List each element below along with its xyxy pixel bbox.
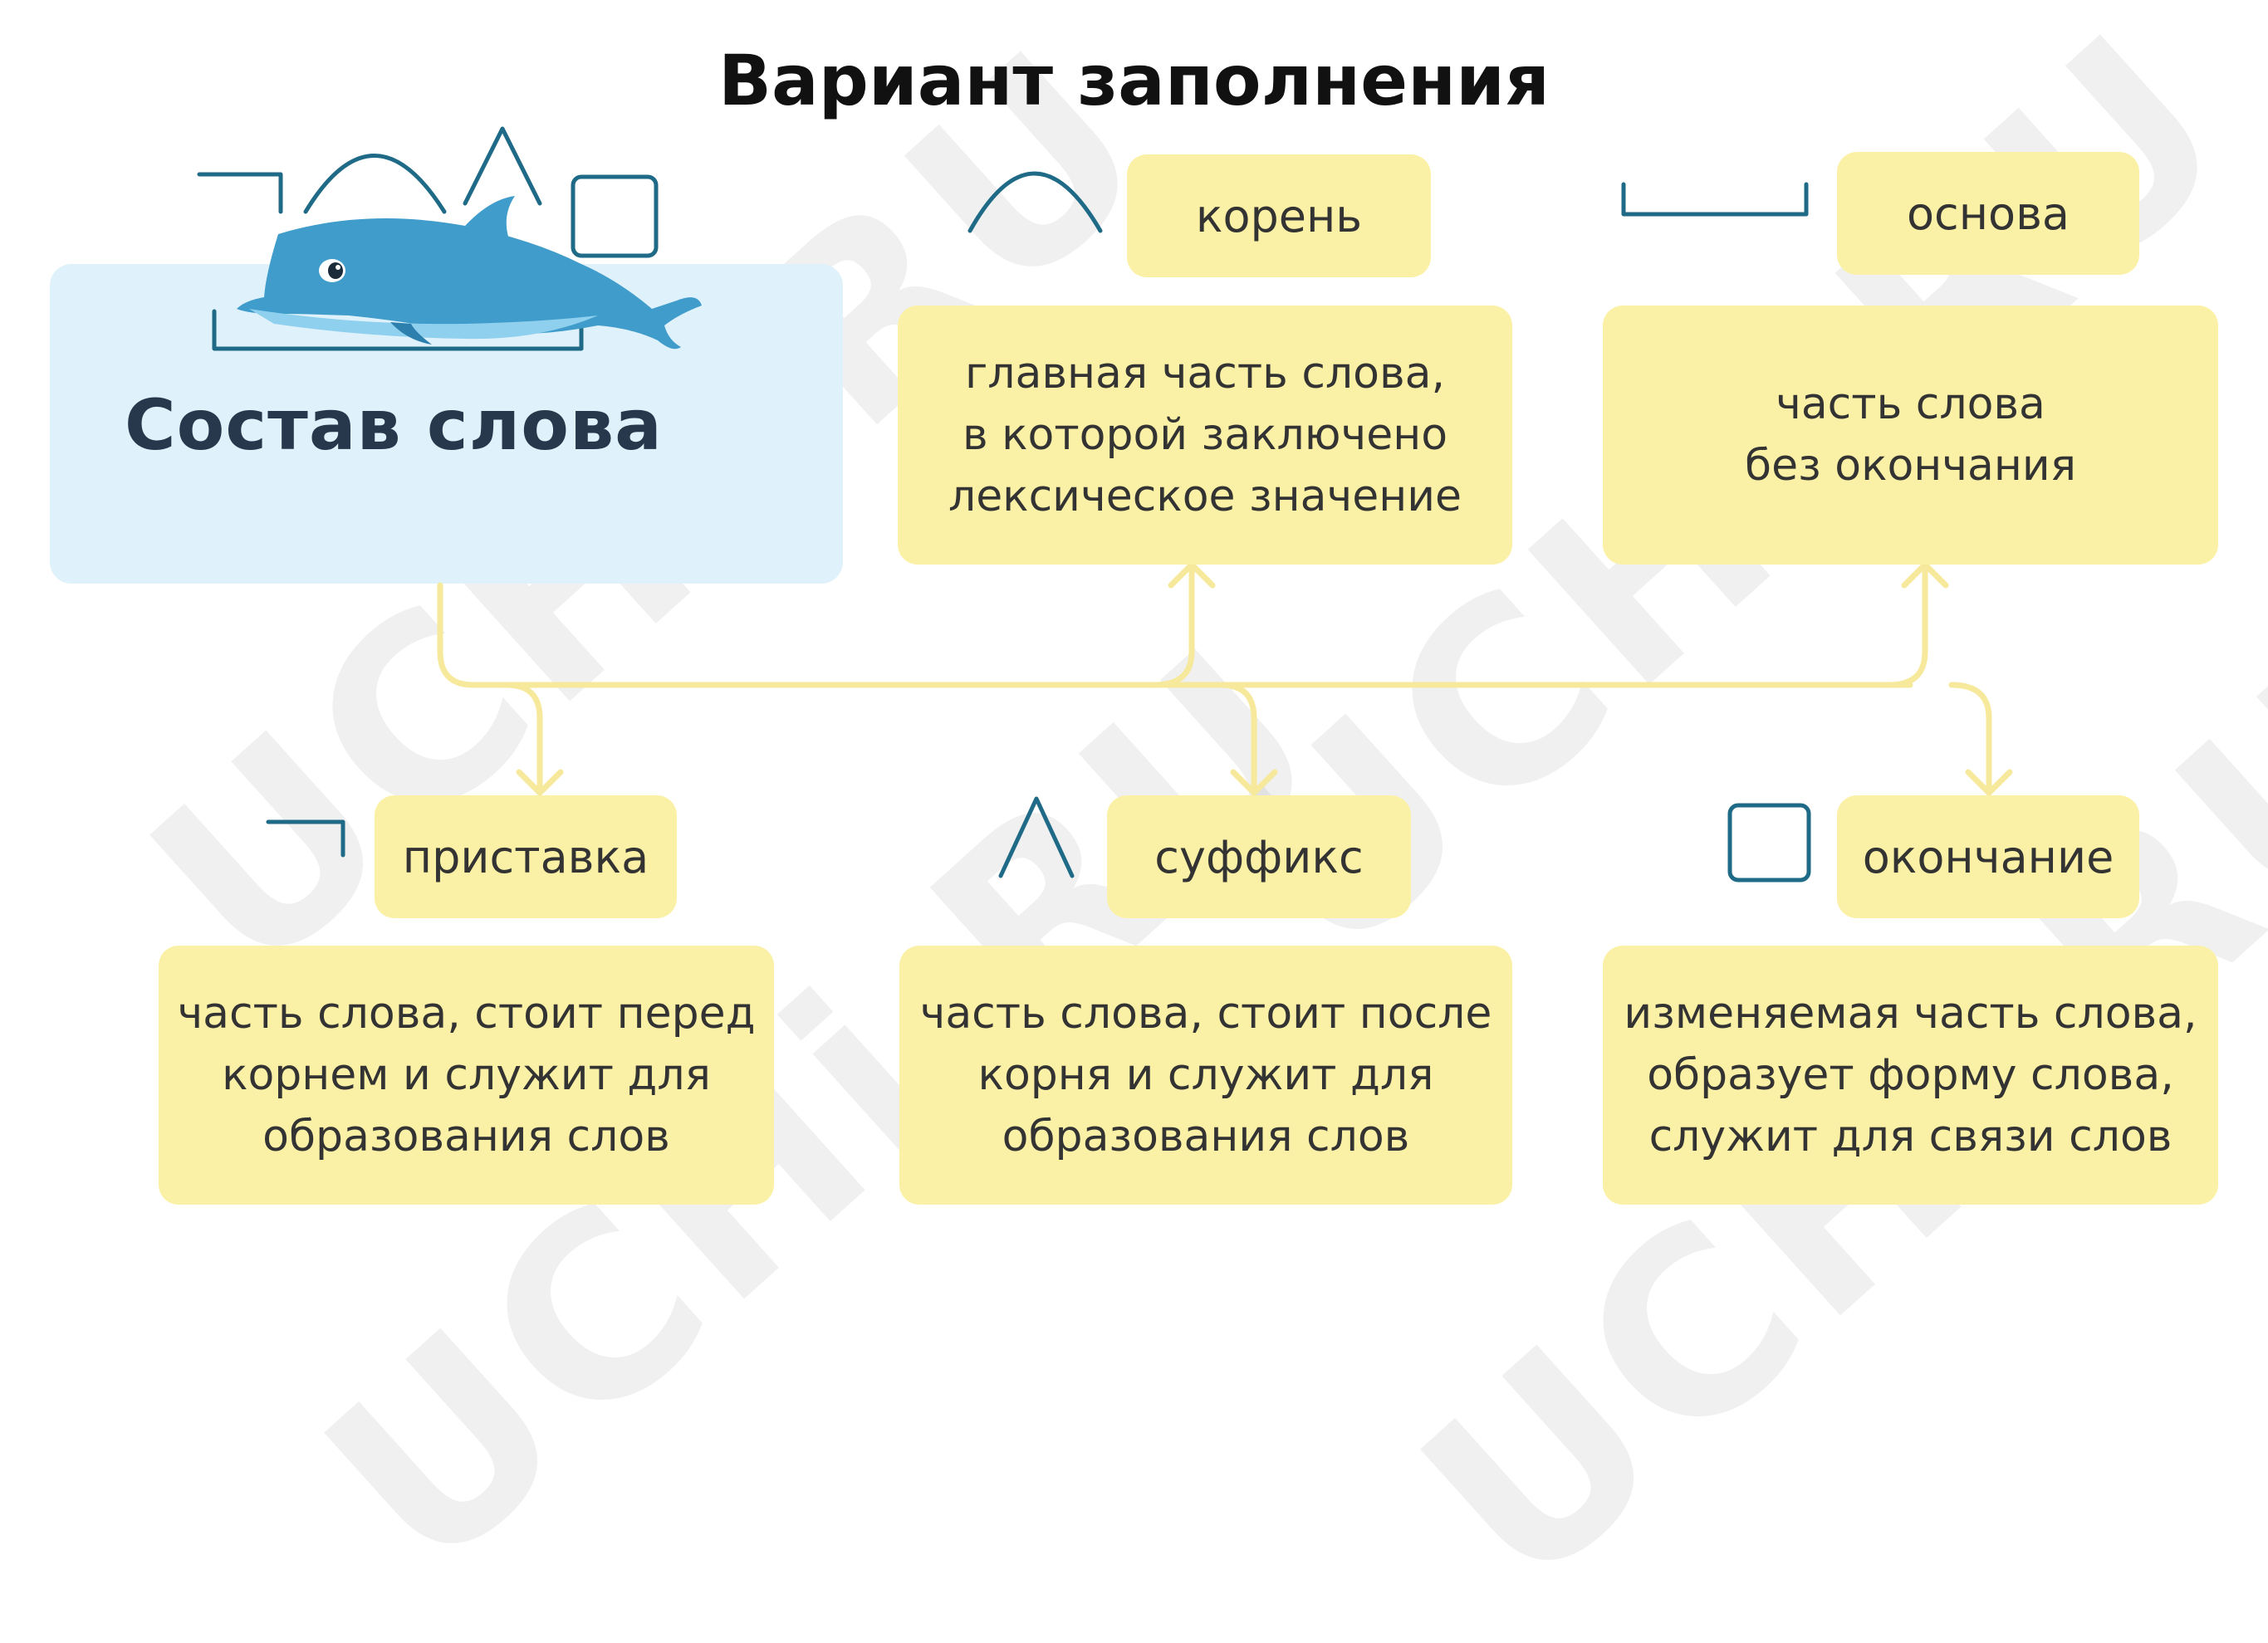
connector-lines: [437, 561, 2013, 796]
description-ending: изменяемая часть слова, образует форму с…: [1603, 946, 2218, 1205]
suffix-caret-icon: [998, 796, 1075, 878]
label-suffix: суффикс: [1107, 795, 1411, 918]
connector-to-ending: [1948, 682, 1992, 796]
description-line: главная часть слова,: [964, 349, 1446, 399]
suffix-caret-icon: [463, 126, 542, 206]
connector-to-prefix-arrow: [516, 769, 564, 796]
connector-to-prefix: [503, 682, 543, 796]
connector-topic-trunk: [437, 582, 1913, 688]
connector-to-stem: [1886, 561, 1928, 688]
root-arc-icon: [303, 154, 447, 214]
label-stem: основа: [1837, 152, 2139, 275]
root-arc-icon: [967, 171, 1103, 233]
connector-to-suffix: [1217, 682, 1257, 796]
description-line: изменяемая часть слова,: [1624, 989, 2197, 1039]
description-line: лексическое значение: [948, 472, 1462, 521]
label-prefix: приставка: [375, 795, 677, 918]
description-suffix: часть слова, стоит после корня и служит …: [899, 946, 1512, 1205]
description-stem: часть слова без окончания: [1603, 306, 2218, 565]
prefix-corner-icon: [197, 172, 283, 214]
stem-bracket-icon: [212, 309, 584, 351]
description-line: корнем и служит для: [222, 1050, 711, 1100]
page-title: Вариант заполнения: [718, 40, 1550, 121]
description-line: образования слов: [1002, 1112, 1410, 1161]
description-line: образования слов: [262, 1112, 670, 1161]
description-line: корня и служит для: [977, 1050, 1434, 1100]
description-prefix: часть слова, стоит перед корнем и служит…: [159, 946, 774, 1205]
description-line: часть слова: [1776, 379, 2045, 429]
description-root: главная часть слова, в которой заключено…: [898, 306, 1512, 565]
connector-to-root: [1151, 561, 1195, 688]
description-line: без окончания: [1745, 441, 2076, 491]
ending-square-icon: [1727, 803, 1811, 883]
description-line: образует форму слова,: [1647, 1050, 2174, 1100]
stem-bracket-icon: [1621, 182, 1809, 217]
connector-to-ending-arrow: [1965, 769, 2013, 796]
topic-title: Состав слова: [125, 384, 663, 466]
dolphin-illustration: [237, 196, 702, 350]
description-line: часть слова, стоит перед: [177, 989, 756, 1039]
ending-square-icon: [571, 174, 659, 258]
description-line: служит для связи слов: [1648, 1112, 2172, 1161]
prefix-corner-icon: [266, 819, 345, 858]
description-line: в которой заключено: [962, 410, 1448, 460]
symbols-layer: [197, 126, 1811, 883]
label-ending: окончание: [1837, 795, 2139, 918]
connector-to-stem-arrow: [1901, 561, 1949, 589]
connector-to-root-arrow: [1168, 561, 1216, 589]
label-root: корень: [1127, 154, 1431, 277]
description-line: часть слова, стоит после: [919, 989, 1492, 1039]
connector-to-suffix-arrow: [1230, 769, 1278, 796]
